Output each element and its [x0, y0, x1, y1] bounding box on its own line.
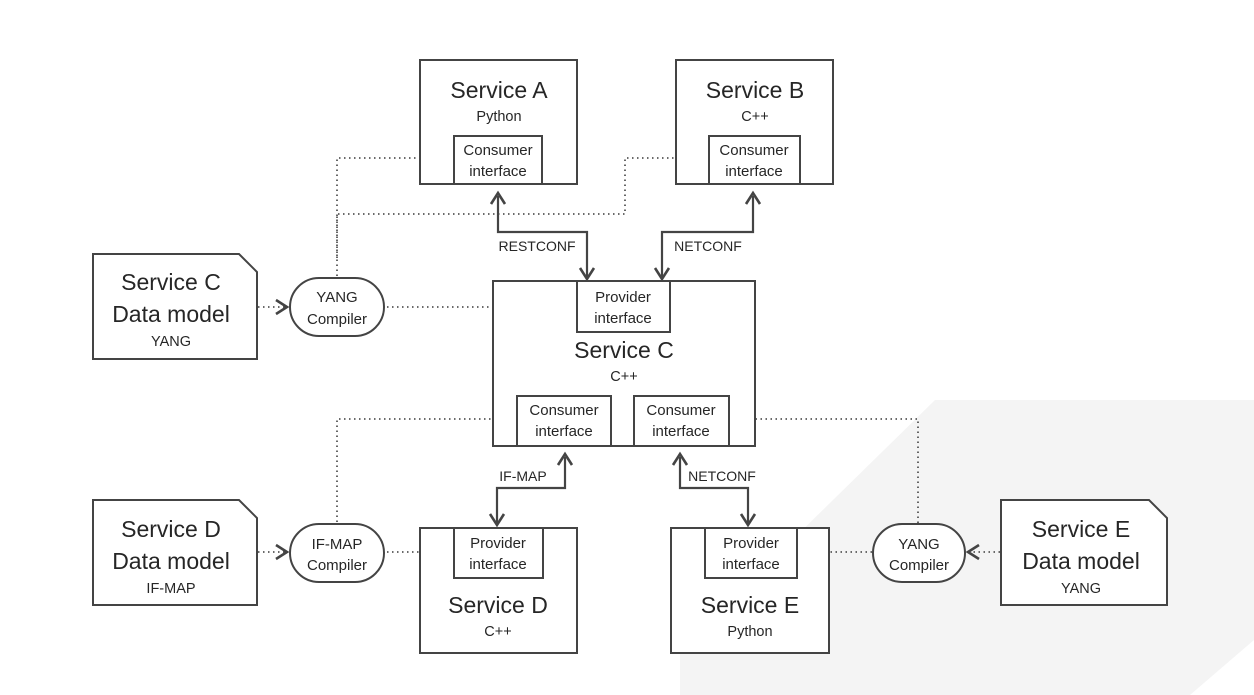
svg-text:Provider: Provider [470, 535, 526, 552]
svg-text:YANG: YANG [898, 536, 939, 553]
service-c-language: C++ [610, 369, 637, 385]
svg-text:Provider: Provider [723, 535, 779, 552]
service-d-provider-interface: Provider interface [453, 527, 544, 579]
service-b-box: Service B C++ Consumer interface [675, 59, 834, 185]
service-b-consumer-interface: Consumer interface [708, 135, 801, 185]
ifmap-compiler-service-d: IF-MAP Compiler [289, 523, 385, 583]
restconf-link [496, 196, 589, 277]
svg-text:interface: interface [594, 310, 652, 327]
svg-text:Data model: Data model [1022, 548, 1140, 574]
yang-compiler-service-c: YANG Compiler [289, 277, 385, 337]
svg-text:YANG: YANG [151, 334, 191, 350]
ifmap-label: IF-MAP [499, 468, 546, 484]
netconf-link-service-e [678, 457, 750, 523]
svg-text:Consumer: Consumer [463, 142, 532, 159]
svg-text:Provider: Provider [595, 289, 651, 306]
svg-text:Consumer: Consumer [529, 402, 598, 419]
service-c-data-model-document: Service C Data model YANG [92, 253, 258, 360]
svg-text:Compiler: Compiler [889, 557, 949, 574]
netconf-label-service-e: NETCONF [688, 468, 756, 484]
netconf-link-service-b [660, 196, 755, 277]
svg-text:YANG: YANG [1061, 581, 1101, 597]
service-a-consumer-interface: Consumer interface [453, 135, 543, 185]
svg-text:interface: interface [469, 556, 527, 573]
svg-text:Data model: Data model [112, 548, 230, 574]
svg-text:Consumer: Consumer [719, 142, 788, 159]
svg-text:IF-MAP: IF-MAP [146, 581, 195, 597]
service-c-box: Provider interface Service C C++ Consume… [492, 280, 756, 447]
service-e-language: Python [727, 624, 772, 640]
svg-text:Service D: Service D [121, 516, 221, 542]
svg-text:Consumer: Consumer [646, 402, 715, 419]
service-e-box: Provider interface Service E Python [670, 527, 830, 654]
service-d-title: Service D [448, 592, 548, 618]
svg-text:interface: interface [469, 163, 527, 180]
svg-text:Service E: Service E [1032, 516, 1130, 542]
service-b-title: Service B [706, 77, 804, 103]
svg-text:Data model: Data model [112, 301, 230, 327]
netconf-label-service-b: NETCONF [674, 238, 742, 254]
svg-text:IF-MAP: IF-MAP [312, 536, 363, 553]
ifmap-link [495, 457, 567, 523]
restconf-label: RESTCONF [499, 238, 576, 254]
svg-text:Compiler: Compiler [307, 311, 367, 328]
service-e-title: Service E [701, 592, 799, 618]
service-a-title: Service A [450, 77, 548, 103]
dotted-link-ifmap-compiler-to-service-c [336, 418, 507, 522]
service-a-language: Python [476, 109, 521, 125]
svg-text:Service C: Service C [121, 269, 221, 295]
service-e-data-model-document: Service E Data model YANG [1000, 499, 1168, 606]
service-d-data-model-document: Service D Data model IF-MAP [92, 499, 258, 606]
service-c-consumer-interface-right: Consumer interface [633, 395, 730, 447]
service-c-consumer-interface-left: Consumer interface [516, 395, 612, 447]
dotted-link-compiler-e-to-service-c [740, 418, 919, 528]
service-d-box: Provider interface Service D C++ [419, 527, 578, 654]
svg-text:Compiler: Compiler [307, 557, 367, 574]
service-e-provider-interface: Provider interface [704, 527, 798, 579]
svg-text:interface: interface [535, 423, 593, 440]
dotted-link-compiler-to-service-a [336, 157, 446, 276]
service-c-title: Service C [574, 337, 674, 363]
yang-compiler-service-e: YANG Compiler [872, 523, 966, 583]
service-c-provider-interface: Provider interface [576, 280, 671, 333]
service-a-box: Service A Python Consumer interface [419, 59, 578, 185]
svg-text:YANG: YANG [316, 289, 357, 306]
svg-text:interface: interface [722, 556, 780, 573]
service-d-language: C++ [484, 624, 511, 640]
link-labels: RESTCONF NETCONF IF-MAP NETCONF [492, 235, 764, 486]
svg-text:interface: interface [725, 163, 783, 180]
svg-text:interface: interface [652, 423, 710, 440]
service-b-language: C++ [741, 109, 768, 125]
